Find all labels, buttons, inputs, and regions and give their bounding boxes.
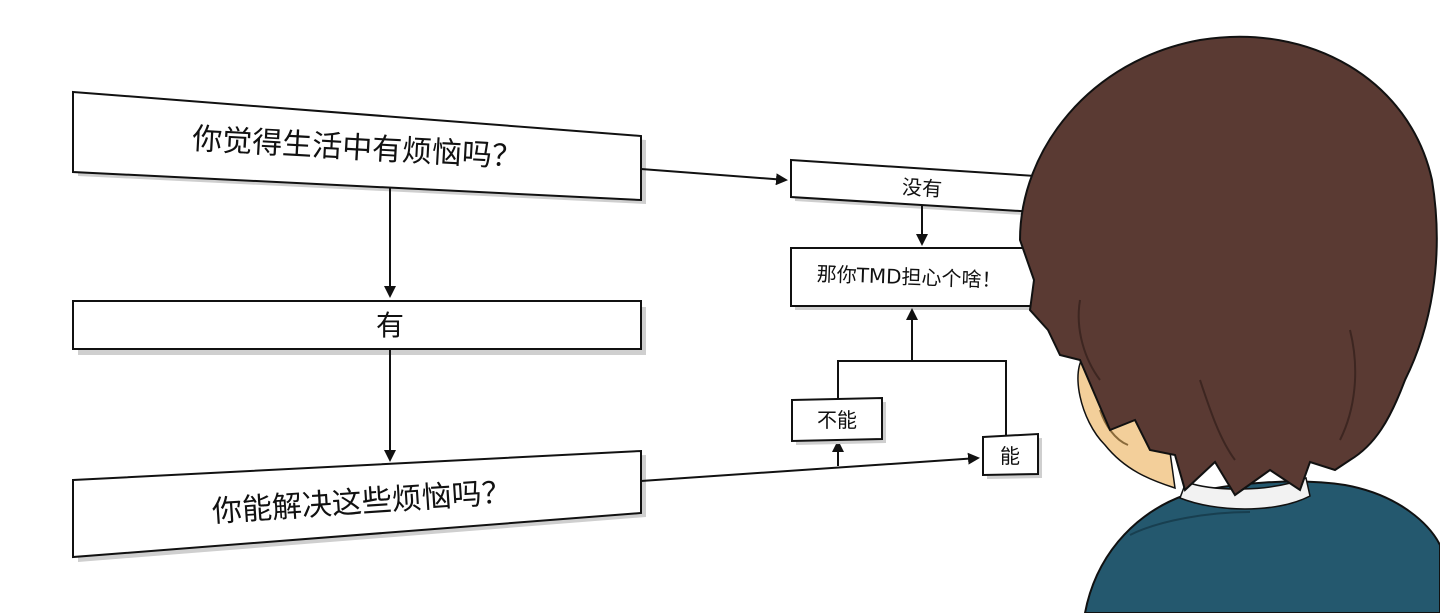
arrow-q1-to-no — [640, 168, 788, 186]
cannot-box: 不能 — [791, 396, 886, 445]
collar — [1179, 476, 1311, 510]
question1-box: 你觉得生活中有烦恼吗？ — [72, 90, 646, 204]
arrow-q2-to-can — [640, 452, 980, 482]
shirt — [1083, 480, 1440, 613]
cannot-label: 不能 — [817, 408, 857, 432]
no-box: 没有 — [790, 158, 1040, 216]
yes-box: 有 — [72, 300, 646, 355]
can-box: 能 — [982, 432, 1042, 479]
boy-character-illustration — [1018, 35, 1440, 613]
yes-label: 有 — [376, 309, 404, 342]
no-label: 没有 — [901, 175, 942, 201]
conclusion-box: 那你TMD担心个啥！ — [790, 247, 1042, 310]
hair — [1018, 35, 1438, 497]
bracket-connector — [837, 360, 1007, 440]
can-label: 能 — [1000, 444, 1020, 468]
question2-box: 你能解决这些烦恼吗？ — [72, 449, 646, 562]
